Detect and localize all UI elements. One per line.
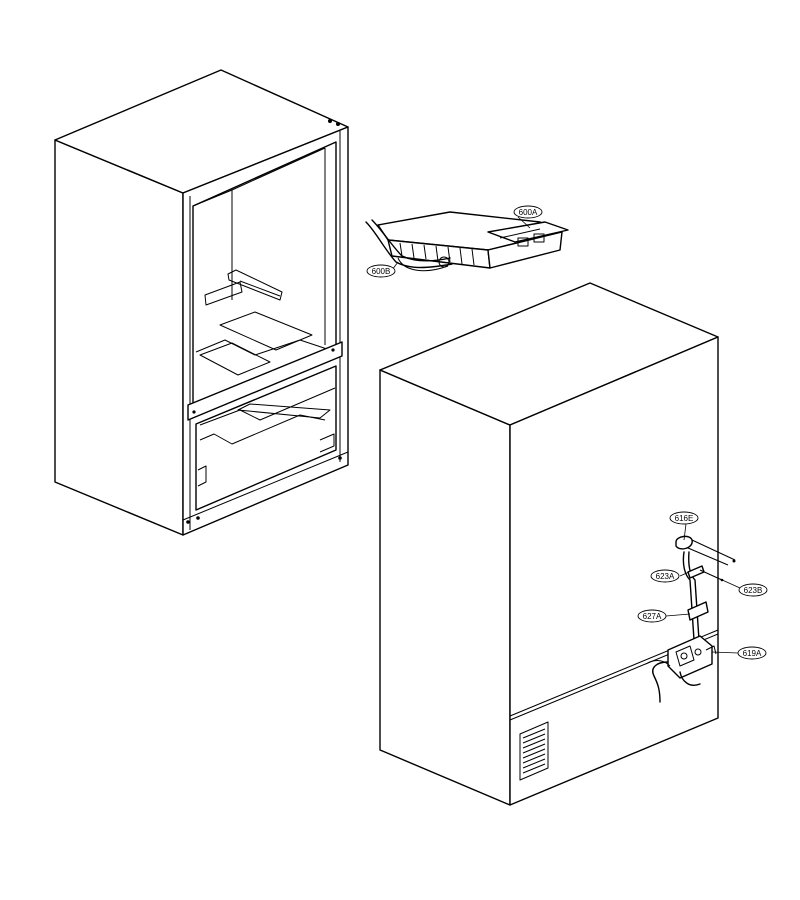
- callout-600B: 600B: [366, 264, 396, 278]
- callout-label: 623B: [744, 586, 763, 595]
- callout-label: 627A: [643, 612, 662, 621]
- callout-600A: 600A: [513, 205, 543, 219]
- cabinet-back-view: [379, 282, 741, 806]
- callout-label: 600B: [372, 267, 391, 276]
- ice-maker-assembly: [365, 211, 569, 272]
- callout-label: 623A: [656, 572, 675, 581]
- callout-623A: 623A: [650, 569, 680, 583]
- vent-grille: [519, 721, 549, 781]
- callout-623B: 623B: [738, 583, 768, 597]
- callout-label: 616E: [675, 514, 694, 523]
- callout-619A: 619A: [737, 646, 767, 660]
- callout-627A: 627A: [637, 609, 667, 623]
- water-valve-assembly: [645, 535, 736, 703]
- callout-label: 619A: [743, 649, 762, 658]
- callout-label: 600A: [519, 208, 538, 217]
- callout-616E: 616E: [669, 511, 699, 525]
- cabinet-front-view: [54, 69, 349, 536]
